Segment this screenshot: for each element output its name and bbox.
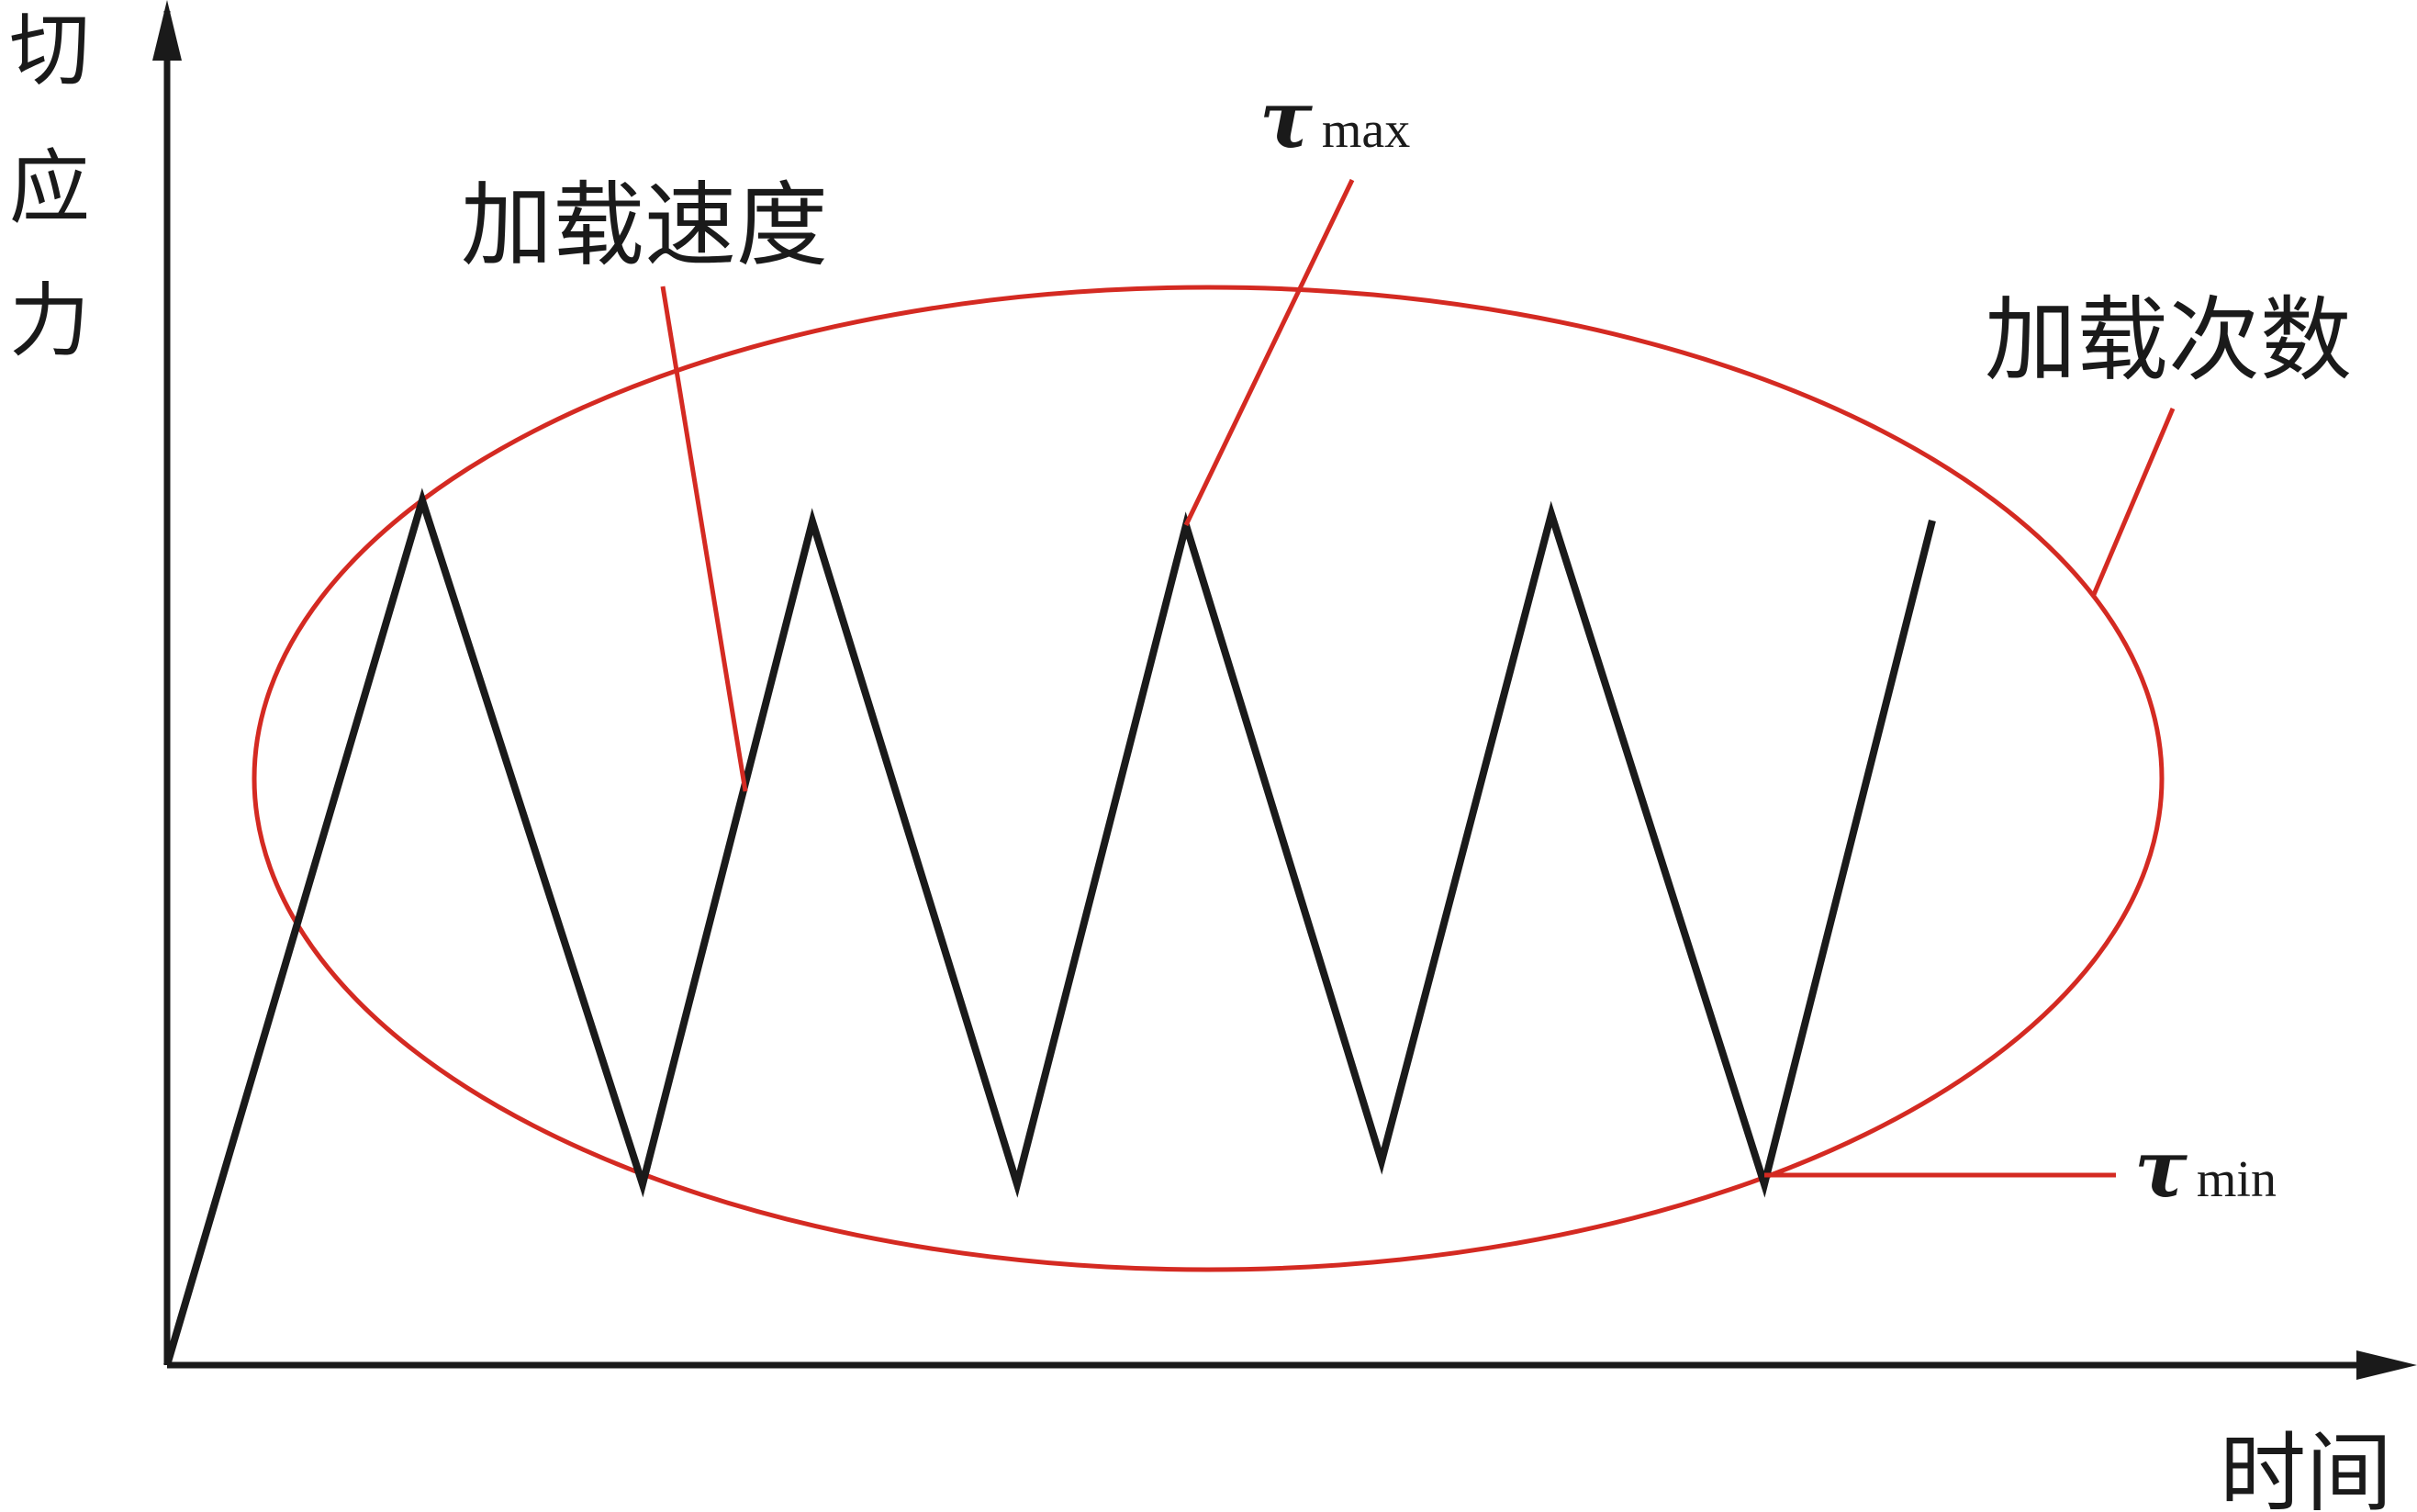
tau-max-symbol: τ xyxy=(1259,73,1313,166)
tau-min-label: τ min xyxy=(2134,1123,2277,1215)
tau-max-subscript: max xyxy=(1322,102,1410,159)
loading-count-label: 加载次数 xyxy=(1985,286,2352,394)
loading-rate-label: 加载速度 xyxy=(461,172,828,279)
loading-envelope-ellipse xyxy=(252,285,2165,1272)
y-axis-label-char-1: 切 xyxy=(9,3,90,97)
tau-max-leader-line xyxy=(1183,178,1355,527)
tau-min-subscript: min xyxy=(2197,1151,2277,1208)
y-axis-label-char-2: 应 xyxy=(9,140,90,235)
tau-max-label: τ max xyxy=(1259,73,1410,166)
loading-rate-leader-line xyxy=(660,286,748,792)
y-axis-label: 切 应 力 xyxy=(9,3,116,368)
cyclic-shear-stress-waveform xyxy=(163,487,1936,1367)
y-axis-label-char-3: 力 xyxy=(9,274,90,368)
loading-count-leader-line xyxy=(2090,408,2176,598)
x-axis-label: 时间 xyxy=(2220,1424,2392,1512)
x-axis-arrowhead xyxy=(2356,1350,2417,1380)
y-axis-arrowhead xyxy=(152,0,182,61)
tau-min-symbol: τ xyxy=(2134,1123,2188,1215)
